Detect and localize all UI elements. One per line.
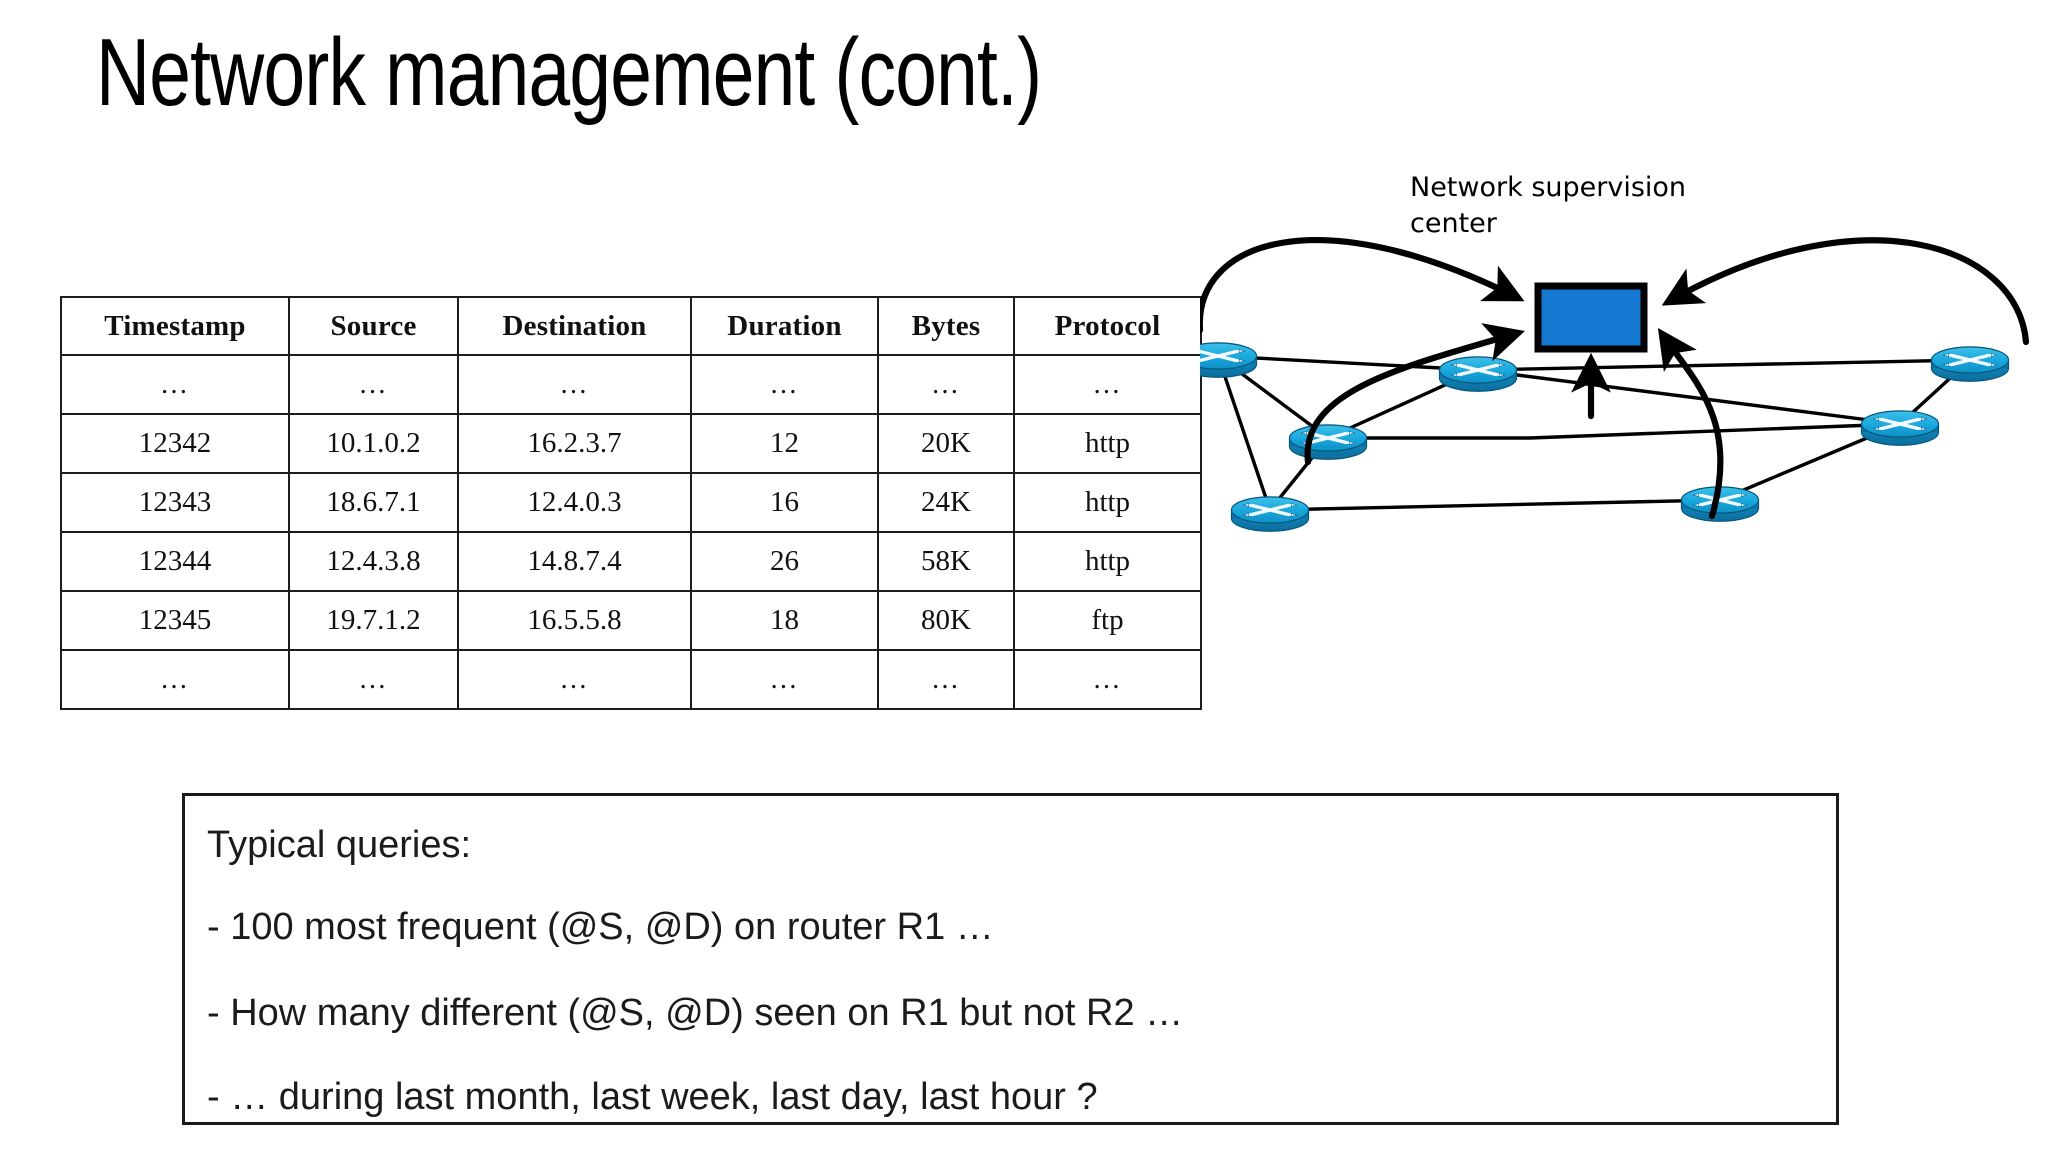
cell-bytes: … bbox=[877, 649, 1015, 710]
router-icon bbox=[1438, 355, 1518, 393]
cell-bytes: … bbox=[877, 354, 1015, 415]
cell-source: 12.4.3.8 bbox=[288, 531, 459, 592]
cell-bytes: 58K bbox=[877, 531, 1015, 592]
router-icon bbox=[1860, 409, 1940, 447]
cell-timestamp: 12342 bbox=[60, 413, 290, 474]
column-header-destination: Destination bbox=[457, 296, 692, 356]
query-item: - 100 most frequent (@S, @D) on router R… bbox=[207, 906, 994, 948]
table-row: 12342 10.1.0.2 16.2.3.7 12 20K http bbox=[60, 413, 1202, 474]
cell-source: 10.1.0.2 bbox=[288, 413, 459, 474]
column-header-duration: Duration bbox=[690, 296, 879, 356]
table-row: … … … … … … bbox=[60, 649, 1202, 710]
page-title: Network management (cont.) bbox=[96, 19, 1042, 126]
cell-source: … bbox=[288, 354, 459, 415]
cell-bytes: 24K bbox=[877, 472, 1015, 533]
cell-timestamp: 12345 bbox=[60, 590, 290, 651]
cell-destination: … bbox=[457, 354, 692, 415]
cell-duration: 16 bbox=[690, 472, 879, 533]
table-row: 12343 18.6.7.1 12.4.0.3 16 24K http bbox=[60, 472, 1202, 533]
flow-arrow-left-outer bbox=[1200, 237, 1525, 334]
flow-arrows bbox=[1200, 237, 2030, 520]
flow-arrow-right-inner bbox=[1657, 328, 1724, 520]
router-icon bbox=[1230, 495, 1310, 533]
column-header-protocol: Protocol bbox=[1013, 296, 1202, 356]
supervision-center-box bbox=[1534, 282, 1648, 353]
column-header-bytes: Bytes bbox=[877, 296, 1015, 356]
table-header: Timestamp Source Destination Duration By… bbox=[60, 296, 1202, 356]
cell-duration: 18 bbox=[690, 590, 879, 651]
network-topology-diagram: Network supervision center bbox=[1200, 170, 2048, 710]
cell-timestamp: 12343 bbox=[60, 472, 290, 533]
router-icon bbox=[1930, 345, 2010, 383]
cell-timestamp: 12344 bbox=[60, 531, 290, 592]
flow-records-table: Timestamp Source Destination Duration By… bbox=[60, 296, 1202, 710]
router-icon bbox=[1200, 341, 1258, 379]
router-icon bbox=[1288, 423, 1368, 461]
cell-protocol: http bbox=[1013, 531, 1202, 592]
column-header-source: Source bbox=[288, 296, 459, 356]
cell-destination: 12.4.0.3 bbox=[457, 472, 692, 533]
cell-protocol: http bbox=[1013, 413, 1202, 474]
cell-source: 18.6.7.1 bbox=[288, 472, 459, 533]
cell-bytes: 80K bbox=[877, 590, 1015, 651]
supervision-center-label-line1: Network supervision bbox=[1410, 172, 1687, 203]
cell-destination: 16.2.3.7 bbox=[457, 413, 692, 474]
cell-source: 19.7.1.2 bbox=[288, 590, 459, 651]
cell-duration: 26 bbox=[690, 531, 879, 592]
typical-queries-box: Typical queries: - 100 most frequent (@S… bbox=[182, 793, 1839, 1125]
cell-duration: … bbox=[690, 649, 879, 710]
cell-protocol: ftp bbox=[1013, 590, 1202, 651]
table-row: … … … … … … bbox=[60, 354, 1202, 415]
table-row: 12344 12.4.3.8 14.8.7.4 26 58K http bbox=[60, 531, 1202, 592]
cell-timestamp: … bbox=[60, 649, 290, 710]
supervision-center-label: Network supervision center bbox=[1410, 170, 1740, 242]
query-item: - … during last month, last week, last d… bbox=[207, 1076, 1098, 1118]
table-row: 12345 19.7.1.2 16.5.5.8 18 80K ftp bbox=[60, 590, 1202, 651]
query-item: - How many different (@S, @D) seen on R1… bbox=[207, 992, 1184, 1034]
cell-source: … bbox=[288, 649, 459, 710]
cell-duration: … bbox=[690, 354, 879, 415]
table-body: … … … … … … 12342 10.1.0.2 16.2.3.7 12 2… bbox=[60, 354, 1202, 710]
cell-protocol: … bbox=[1013, 649, 1202, 710]
cell-destination: … bbox=[457, 649, 692, 710]
cell-protocol: … bbox=[1013, 354, 1202, 415]
cell-destination: 16.5.5.8 bbox=[457, 590, 692, 651]
flow-arrow-left-inner bbox=[1304, 323, 1525, 466]
cell-timestamp: … bbox=[60, 354, 290, 415]
table-header-row: Timestamp Source Destination Duration By… bbox=[60, 296, 1202, 356]
cell-bytes: 20K bbox=[877, 413, 1015, 474]
queries-heading: Typical queries: bbox=[207, 824, 472, 866]
column-header-timestamp: Timestamp bbox=[60, 296, 290, 356]
cell-duration: 12 bbox=[690, 413, 879, 474]
cell-protocol: http bbox=[1013, 472, 1202, 533]
flow-arrow-right-outer bbox=[1661, 237, 2030, 346]
cell-destination: 14.8.7.4 bbox=[457, 531, 692, 592]
supervision-center-label-line2: center bbox=[1410, 208, 1497, 239]
